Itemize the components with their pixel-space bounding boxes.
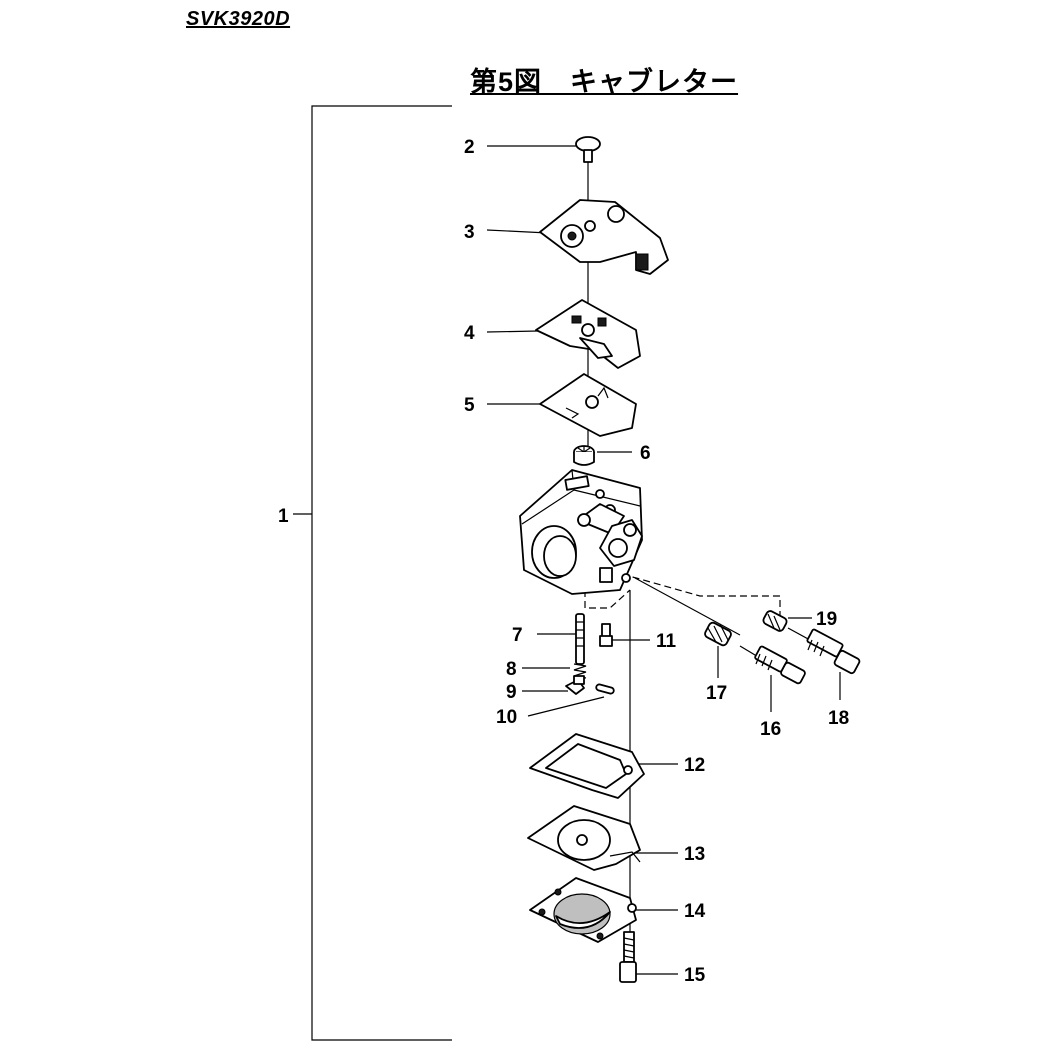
screw-part-11 xyxy=(599,623,613,647)
shaft-part-7 xyxy=(575,613,585,665)
callout-14: 14 xyxy=(684,901,706,922)
model-number: SVK3920D xyxy=(186,8,291,30)
cover-part-3 xyxy=(539,199,669,275)
callout-3: 3 xyxy=(464,222,475,243)
callout-5: 5 xyxy=(464,395,475,416)
callout-4: 4 xyxy=(464,323,475,344)
callout-18: 18 xyxy=(828,708,849,729)
callout-2: 2 xyxy=(464,137,475,158)
callout-16: 16 xyxy=(760,719,781,740)
figure-title: 第5図 キャブレター xyxy=(470,67,739,97)
callout-8: 8 xyxy=(506,659,517,680)
callout-6: 6 xyxy=(640,443,651,464)
callout-numbers: 1 2 3 4 5 6 7 8 9 10 11 12 13 14 15 16 1… xyxy=(278,137,849,986)
assembly-bracket xyxy=(293,105,452,1041)
callout-12: 12 xyxy=(684,755,705,776)
screw-part-15 xyxy=(619,931,637,983)
callout-19: 19 xyxy=(816,609,837,630)
needle-part-16 xyxy=(739,645,806,685)
needle-part-18 xyxy=(787,627,861,675)
screen-part-6 xyxy=(573,445,595,466)
callout-17: 17 xyxy=(706,683,727,704)
lever-part-9 xyxy=(565,675,585,695)
callout-10: 10 xyxy=(496,707,517,728)
callout-7: 7 xyxy=(512,625,523,646)
carburetor-body xyxy=(519,469,643,595)
diaphragm-part-5 xyxy=(539,373,637,437)
gasket-part-12 xyxy=(529,733,645,799)
pin-part-10 xyxy=(595,683,615,695)
diaphragm-part-13 xyxy=(527,805,641,871)
callout-9: 9 xyxy=(506,682,517,703)
cover-part-14 xyxy=(529,877,637,943)
spring-part-17 xyxy=(704,621,732,647)
callout-1: 1 xyxy=(278,506,289,527)
callout-11: 11 xyxy=(656,631,677,652)
spring-part-19 xyxy=(762,610,788,632)
gasket-part-4 xyxy=(535,299,641,369)
screw-part-2 xyxy=(575,136,601,163)
callout-15: 15 xyxy=(684,965,706,986)
callout-13: 13 xyxy=(684,844,705,865)
